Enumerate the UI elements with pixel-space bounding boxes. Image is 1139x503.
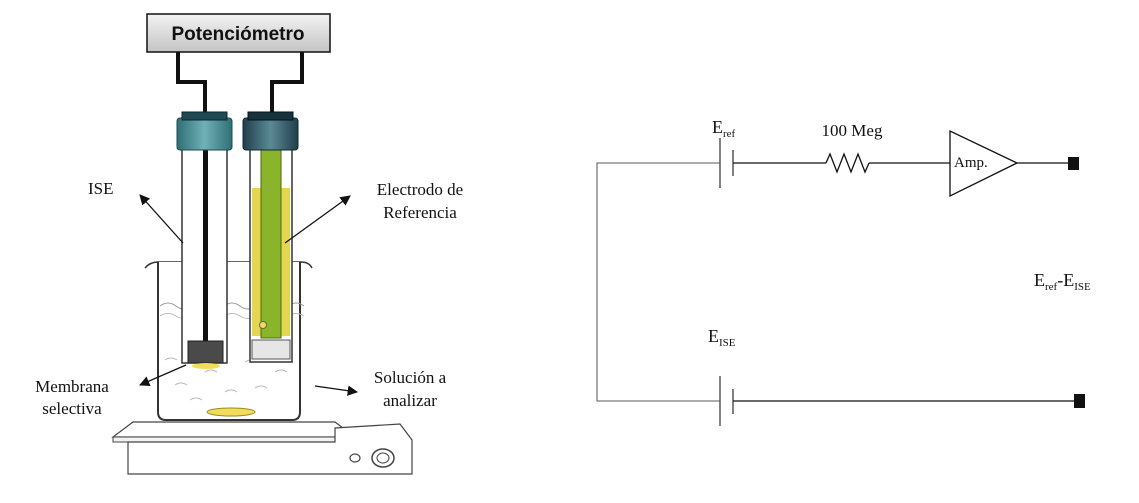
ise-membrane-tip: [187, 340, 224, 364]
membrane-label-line2: selectiva: [42, 399, 102, 418]
stirrer-base: [127, 423, 413, 475]
reference-inner-tube: [260, 149, 282, 339]
resistor-100-meg: [825, 152, 870, 174]
potentiometer-label: Potenciómetro: [171, 24, 304, 45]
ise-arrow: [139, 194, 184, 244]
stirrer-knob-large: [371, 448, 395, 468]
ise-inner-wire: [203, 150, 208, 344]
eref-minus-eise-label: Eref-EISE: [1034, 270, 1091, 293]
output-terminal-top: [1068, 157, 1079, 170]
stir-bar: [206, 407, 256, 417]
reference-label-line1: Electrodo de: [377, 180, 463, 199]
circuit-left-wire: [596, 162, 720, 402]
membrane-spot: [192, 363, 220, 369]
ise-cap: [176, 117, 233, 151]
reference-arrow: [284, 195, 351, 244]
reference-electrode: [242, 111, 299, 363]
amplifier-triangle: [949, 129, 1019, 198]
membrane-arrow: [139, 364, 187, 387]
stirrer-knob-small: [349, 453, 361, 463]
potentiometer: Potenciómetro: [146, 13, 331, 53]
resistor-label: 100 Meg: [822, 121, 883, 140]
reference-tip: [251, 339, 291, 360]
solution-label-line1: Solución a: [374, 368, 447, 387]
circuit: Eref 100 Meg Amp. EISE Eref-EISE: [596, 117, 1091, 426]
reference-cable: [270, 52, 304, 112]
potentiometer-box: [146, 13, 331, 53]
ise-cable: [176, 52, 207, 112]
output-terminal-bottom: [1074, 394, 1085, 408]
eise-label: EISE: [708, 326, 736, 349]
membrane-label-line1: Membrana: [35, 377, 109, 396]
reference-junction: [259, 321, 267, 329]
eref-label: Eref: [712, 117, 736, 140]
solution-arrow: [314, 385, 359, 396]
ise-electrode: [176, 111, 233, 369]
reference-label-line2: Referencia: [383, 203, 457, 222]
amplifier-label: Amp.: [954, 155, 988, 171]
solution-label-line2: analizar: [383, 391, 437, 410]
ise-label: ISE: [88, 179, 114, 198]
stirrer-plate: [111, 421, 413, 475]
reference-cap: [242, 117, 299, 151]
